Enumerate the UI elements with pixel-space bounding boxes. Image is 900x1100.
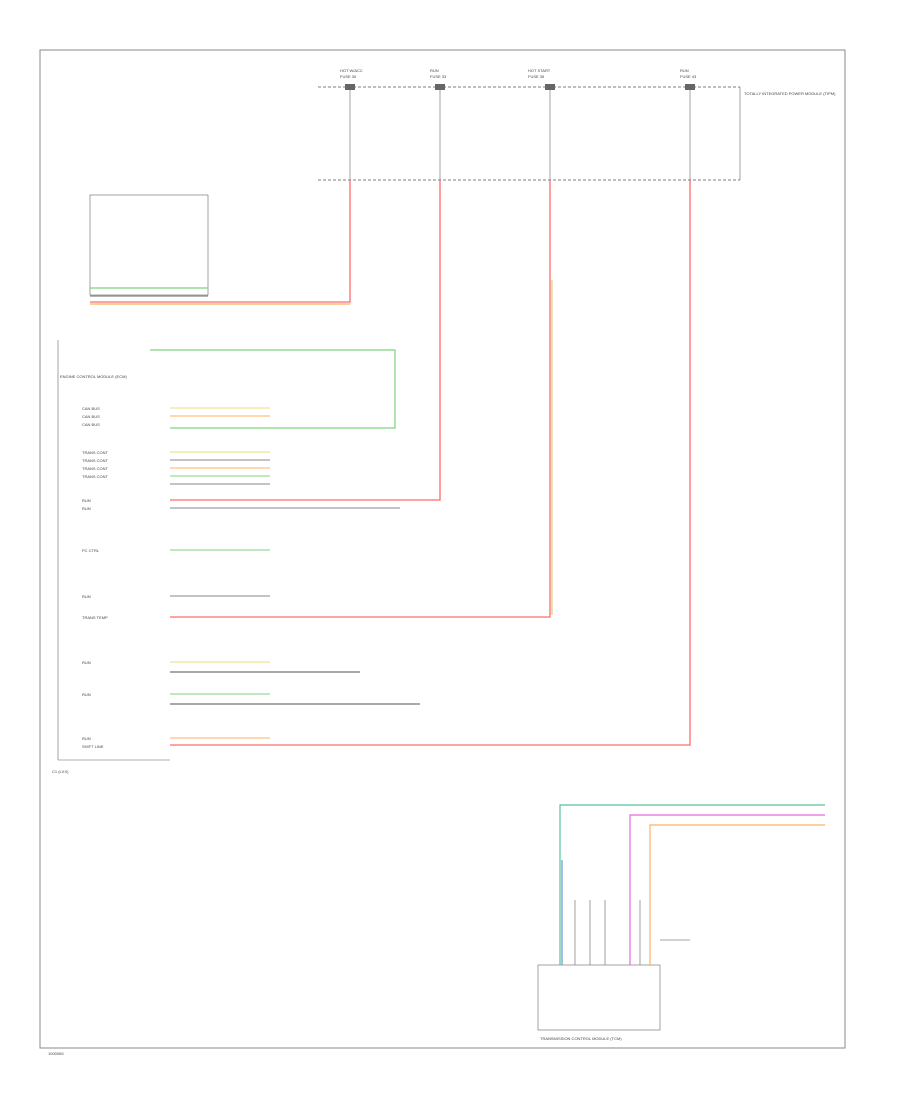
fuse-title: HOT W/ACC	[340, 68, 363, 73]
svg-text:RUN: RUN	[82, 506, 91, 511]
fuse-name: FUSE 30	[340, 74, 357, 79]
svg-text:CAN BUS: CAN BUS	[82, 422, 100, 427]
svg-text:CAN BUS: CAN BUS	[82, 414, 100, 419]
tcm-wires	[559, 804, 825, 965]
fuse-30: HOT W/ACC FUSE 30	[340, 68, 363, 180]
fuse-43: RUN FUSE 43	[680, 68, 697, 180]
svg-text:TRANS CONT: TRANS CONT	[82, 450, 109, 455]
fuse-35: HOT START FUSE 35	[528, 68, 555, 180]
svg-text:RUN: RUN	[82, 692, 91, 697]
tcm-title: TRANSMISSION CONTROL MODULE (TCM)	[540, 1036, 622, 1041]
svg-text:TRANS CONT: TRANS CONT	[82, 466, 109, 471]
ecm-pin-wires	[170, 407, 420, 739]
fuse-title: RUN	[680, 68, 689, 73]
fuse-33: RUN FUSE 33	[430, 68, 447, 180]
svg-text:CAN BUS: CAN BUS	[82, 406, 100, 411]
fuse-name: FUSE 43	[680, 74, 697, 79]
fuse-icon	[545, 84, 555, 90]
tipm-caption: TOTALLY INTEGRATED POWER MODULE (TIPM)	[744, 91, 836, 96]
svg-text:PC CTRL: PC CTRL	[82, 548, 100, 553]
wire-red-fuse33	[170, 180, 441, 501]
wire-red-fuse30	[90, 180, 351, 305]
svg-text:TRANS TEMP: TRANS TEMP	[82, 615, 108, 620]
footer-code: 1000065	[48, 1051, 64, 1056]
wire-green-can	[150, 349, 396, 429]
diagram-frame	[39, 49, 846, 1049]
fuse-icon	[345, 84, 355, 90]
svg-text:RUN: RUN	[82, 736, 91, 741]
svg-text:RUN: RUN	[82, 594, 91, 599]
svg-text:SHIFT LINE: SHIFT LINE	[82, 744, 104, 749]
fuse-icon	[435, 84, 445, 90]
relay-block	[89, 194, 209, 296]
fuse-title: HOT START	[528, 68, 551, 73]
fuse-title: RUN	[430, 68, 439, 73]
left-pin-labels: CAN BUS CAN BUS CAN BUS TRANS CONT TRANS…	[82, 406, 109, 749]
wire-red-fuse35	[170, 180, 551, 618]
ecm-title: ENGINE CONTROL MODULE (ECM)	[60, 374, 127, 379]
svg-text:TRANS CONT: TRANS CONT	[82, 458, 109, 463]
fuse-name: FUSE 33	[430, 74, 447, 79]
svg-text:RUN: RUN	[82, 660, 91, 665]
svg-text:TRANS CONT: TRANS CONT	[82, 474, 109, 479]
wire-red-fuse43	[170, 180, 691, 746]
svg-text:RUN: RUN	[82, 498, 91, 503]
connector-label: C1 (LXX)	[52, 769, 69, 774]
fuse-name: FUSE 35	[528, 74, 545, 79]
fuse-icon	[685, 84, 695, 90]
tcm-box	[537, 964, 661, 1031]
